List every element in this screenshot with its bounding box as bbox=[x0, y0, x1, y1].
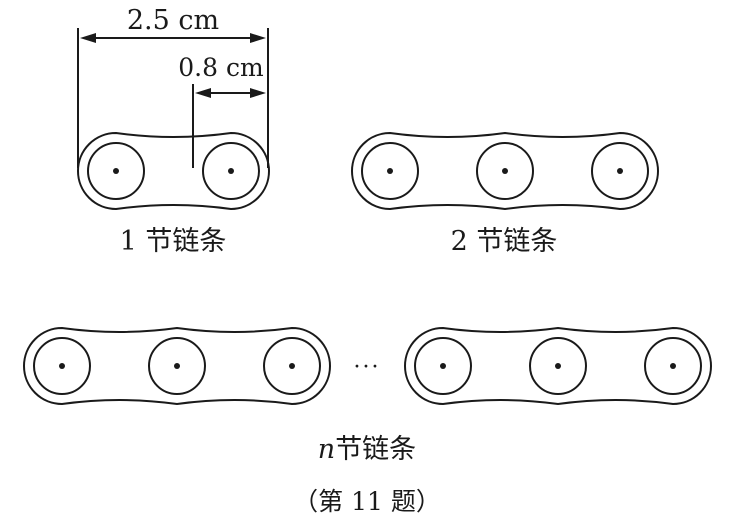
chain-one-link-ring-1 bbox=[87, 142, 145, 200]
arrow-right-inner bbox=[250, 88, 266, 98]
chain-n-left-outline bbox=[23, 326, 331, 406]
label-n-links: n节链条 bbox=[318, 434, 416, 465]
chain-n-left-pin-2 bbox=[174, 363, 180, 369]
chain-one-link-outline bbox=[77, 131, 270, 211]
chain-n-right-ring-2 bbox=[529, 337, 587, 395]
chain-two-links bbox=[351, 131, 659, 211]
chain-two-links-ring-2 bbox=[476, 142, 534, 200]
label-n-variable: n bbox=[318, 434, 335, 465]
chains-group bbox=[23, 131, 712, 406]
chain-n-right-ring-3 bbox=[644, 337, 702, 395]
chain-n-right-pin-1 bbox=[440, 363, 446, 369]
label-two-links: 2 节链条 bbox=[451, 226, 558, 257]
chain-two-links-ring-3 bbox=[591, 142, 649, 200]
chain-one-link-ring-2 bbox=[202, 142, 260, 200]
arrow-right bbox=[250, 33, 266, 43]
arrow-left bbox=[80, 33, 96, 43]
chain-n-left-pin-1 bbox=[59, 363, 65, 369]
chain-n-left-ring-3 bbox=[263, 337, 321, 395]
chain-n-left-pin-3 bbox=[289, 363, 295, 369]
chain-n-left-ring-1 bbox=[33, 337, 91, 395]
chain-one-link bbox=[77, 131, 270, 211]
ellipsis: ··· bbox=[354, 355, 381, 380]
dimension-2-5 bbox=[77, 28, 269, 168]
chain-n-right-ring-1 bbox=[414, 337, 472, 395]
dimension-0-8-label: 0.8 cm bbox=[178, 53, 264, 82]
dimension-0-8 bbox=[192, 84, 266, 168]
chain-one-link-pin-1 bbox=[113, 168, 119, 174]
dimension-2-5-label: 2.5 cm bbox=[127, 5, 219, 36]
chain-two-links-outline bbox=[351, 131, 659, 211]
chain-two-links-ring-1 bbox=[361, 142, 419, 200]
chain-two-links-pin-1 bbox=[387, 168, 393, 174]
chain-n-right-outline bbox=[404, 326, 712, 406]
chain-n-left bbox=[23, 326, 331, 406]
chain-n-left-ring-2 bbox=[148, 337, 206, 395]
chain-one-link-pin-2 bbox=[228, 168, 234, 174]
label-one-link: 1 节链条 bbox=[120, 226, 227, 257]
chain-two-links-pin-3 bbox=[617, 168, 623, 174]
chain-two-links-pin-2 bbox=[502, 168, 508, 174]
chain-n-right-pin-3 bbox=[670, 363, 676, 369]
chain-n-right-pin-2 bbox=[555, 363, 561, 369]
label-n-suffix: 节链条 bbox=[335, 434, 416, 465]
chain-n-right bbox=[404, 326, 712, 406]
caption: （第 11 题） bbox=[293, 487, 441, 516]
arrow-left-inner bbox=[195, 88, 211, 98]
